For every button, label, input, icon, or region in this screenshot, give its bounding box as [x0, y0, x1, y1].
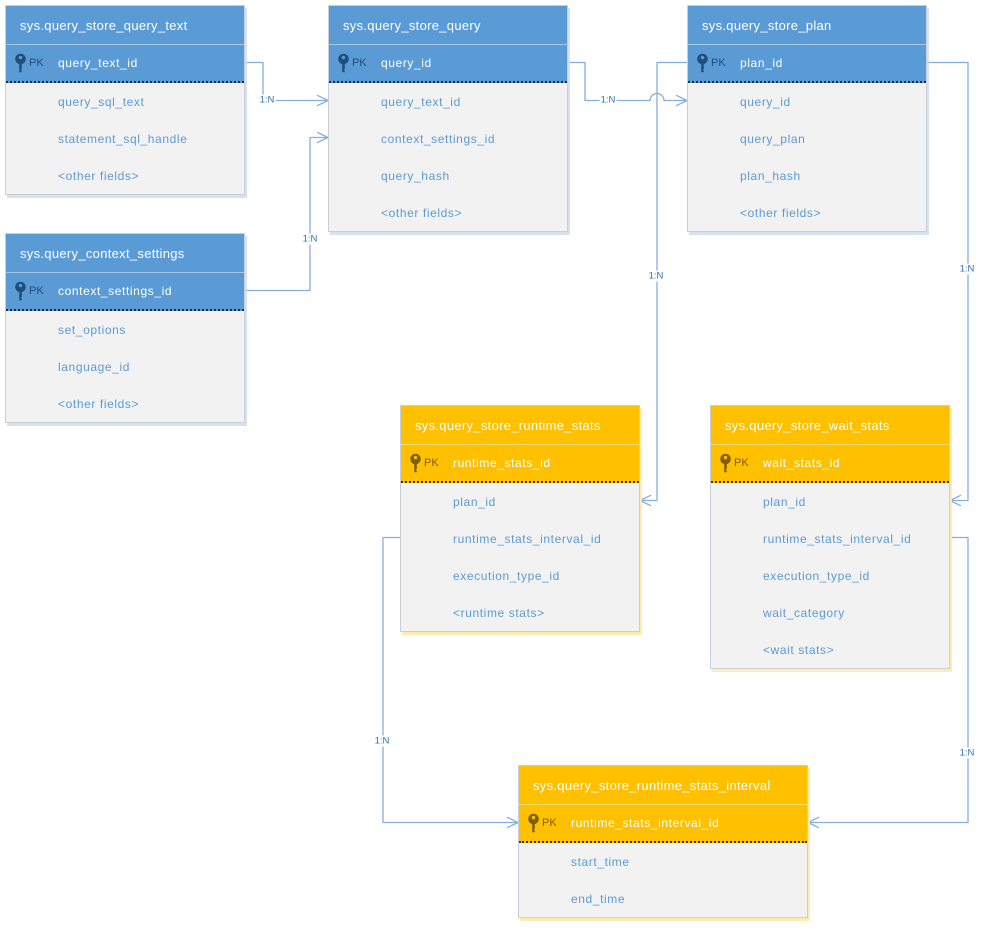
field-row: <wait stats> — [763, 642, 835, 657]
field-row: plan_id — [453, 494, 496, 509]
pk-field-name: query_text_id — [58, 56, 138, 70]
relationship-line-runtimestats-to-interval — [382, 536, 518, 824]
pk-badge: PK — [542, 817, 557, 829]
pk-row: PK runtime_stats_id — [401, 444, 639, 483]
arrow-icon — [949, 494, 962, 507]
pk-row: PK query_id — [329, 44, 567, 83]
relationship-line-querytext-to-query — [245, 61, 328, 102]
table-fields: query_id query_plan plan_hash <other fields… — [688, 83, 926, 231]
table-title: sys.query_store_query — [329, 6, 567, 44]
primary-key-icon — [13, 53, 28, 74]
pk-badge: PK — [352, 57, 367, 69]
pk-field-name: plan_id — [740, 56, 783, 70]
pk-row: PK query_text_id — [6, 44, 244, 83]
pk-field-name: wait_stats_id — [763, 456, 841, 470]
field-row: runtime_stats_interval_id — [453, 531, 602, 546]
field-row: statement_sql_handle — [58, 131, 188, 146]
table-title: sys.query_context_settings — [6, 234, 244, 272]
field-row: end_time — [571, 891, 626, 906]
field-row: query_id — [740, 94, 791, 109]
pk-badge: PK — [734, 457, 749, 469]
pk-field-name: runtime_stats_id — [453, 456, 551, 470]
field-row: set_options — [58, 322, 126, 337]
field-row: execution_type_id — [763, 568, 870, 583]
relationship-line-plan-to-waitstats — [927, 61, 969, 502]
cardinality-label: 1:N — [647, 270, 665, 282]
field-row: context_settings_id — [381, 131, 496, 146]
field-row: plan_id — [763, 494, 806, 509]
field-row: query_plan — [740, 131, 806, 146]
field-row: <other fields> — [58, 396, 140, 411]
table-title: sys.query_store_query_text — [6, 6, 244, 44]
pk-row: PK wait_stats_id — [711, 444, 949, 483]
primary-key-icon — [408, 453, 423, 474]
field-row: language_id — [58, 359, 130, 374]
cardinality-label: 1:N — [958, 263, 976, 275]
table-fields: start_time end_time — [519, 843, 807, 917]
primary-key-icon — [695, 53, 710, 74]
arrow-icon — [807, 816, 820, 829]
pk-badge: PK — [29, 285, 44, 297]
primary-key-icon — [336, 53, 351, 74]
table-title: sys.query_store_runtime_stats_interval — [519, 766, 807, 804]
field-row: <runtime stats> — [453, 605, 545, 620]
field-row: execution_type_id — [453, 568, 560, 583]
pk-badge: PK — [29, 57, 44, 69]
pk-row: PK plan_id — [688, 44, 926, 83]
pk-field-name: runtime_stats_interval_id — [571, 816, 720, 830]
table-title: sys.query_store_plan — [688, 6, 926, 44]
relationship-line-query-to-plan — [568, 61, 687, 102]
pk-badge: PK — [424, 457, 439, 469]
relationship-line-contextsettings-to-query — [245, 136, 328, 292]
pk-row: PK runtime_stats_interval_id — [519, 804, 807, 843]
pk-badge: PK — [711, 57, 726, 69]
table-fields: plan_id runtime_stats_interval_id executio… — [401, 483, 639, 631]
field-row: runtime_stats_interval_id — [763, 531, 912, 546]
primary-key-icon — [718, 453, 733, 474]
cardinality-label: 1:N — [301, 233, 319, 245]
cardinality-label: 1:N — [599, 94, 617, 106]
pk-field-name: context_settings_id — [58, 284, 173, 298]
cardinality-label: 1:N — [373, 735, 391, 747]
pk-row: PK context_settings_id — [6, 272, 244, 311]
table-title: sys.query_store_runtime_stats — [401, 406, 639, 444]
primary-key-icon — [526, 813, 541, 834]
cardinality-label: 1:N — [958, 747, 976, 759]
field-row: <other fields> — [740, 205, 822, 220]
field-row: plan_hash — [740, 168, 801, 183]
table-fields: plan_id runtime_stats_interval_id executio… — [711, 483, 949, 668]
field-row: query_text_id — [381, 94, 461, 109]
table-fields: set_options language_id <other fields> — [6, 311, 244, 422]
table-title: sys.query_store_wait_stats — [711, 406, 949, 444]
field-row: <other fields> — [58, 168, 140, 183]
relationship-line-waitstats-to-interval — [808, 536, 969, 824]
table-fields: query_text_id context_settings_id query_ha… — [329, 83, 567, 231]
relationship-line-plan-to-runtimestats — [640, 61, 687, 502]
pk-field-name: query_id — [381, 56, 432, 70]
cardinality-label: 1:N — [258, 94, 276, 106]
field-row: start_time — [571, 854, 630, 869]
field-row: query_hash — [381, 168, 450, 183]
field-row: query_sql_text — [58, 94, 145, 109]
field-row: wait_category — [763, 605, 845, 620]
table-fields: query_sql_text statement_sql_handle <other… — [6, 83, 244, 194]
field-row: <other fields> — [381, 205, 463, 220]
primary-key-icon — [13, 281, 28, 302]
arrow-icon — [639, 494, 652, 507]
